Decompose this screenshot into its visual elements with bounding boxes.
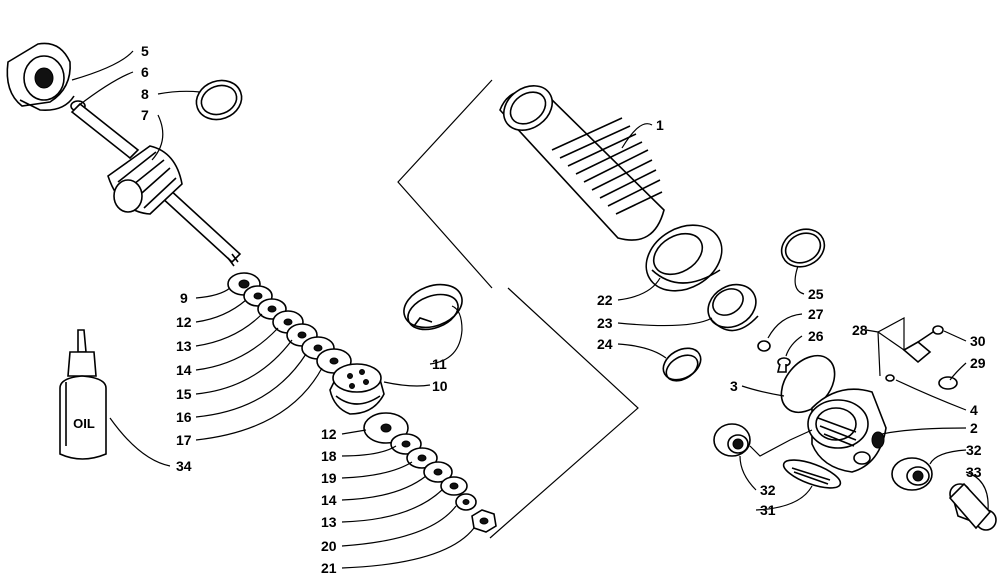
callout-14-upper: 14 bbox=[176, 362, 192, 378]
callout-29: 29 bbox=[970, 355, 986, 371]
callout-20: 20 bbox=[321, 538, 337, 554]
callout-8: 8 bbox=[141, 86, 149, 102]
shim-stack-lower bbox=[363, 412, 497, 533]
callout-2: 2 bbox=[970, 420, 978, 436]
leader-lines bbox=[71, 50, 989, 569]
callout-25: 25 bbox=[808, 286, 824, 302]
part-clip-24 bbox=[662, 347, 702, 382]
callout-30: 30 bbox=[970, 333, 986, 349]
callout-13-lower: 13 bbox=[321, 514, 337, 530]
callout-3: 3 bbox=[730, 378, 738, 394]
callout-32-left: 32 bbox=[760, 482, 776, 498]
callout-21: 21 bbox=[321, 560, 337, 576]
shaft-assembly bbox=[6, 42, 243, 267]
part-oring-8 bbox=[195, 79, 243, 121]
callout-27: 27 bbox=[808, 306, 824, 322]
callout-6: 6 bbox=[141, 64, 149, 80]
callout-32-right: 32 bbox=[966, 442, 982, 458]
callout-12-upper: 12 bbox=[176, 314, 192, 330]
callout-12-lower: 12 bbox=[321, 426, 337, 442]
oil-bottle-label: OIL bbox=[73, 416, 95, 431]
callout-7: 7 bbox=[141, 107, 149, 123]
callout-34: 34 bbox=[176, 458, 192, 474]
oil-bottle: OIL bbox=[59, 329, 107, 460]
callout-14-lower: 14 bbox=[321, 492, 337, 508]
part-piston-ring-11 bbox=[403, 283, 463, 331]
callout-1: 1 bbox=[656, 117, 664, 133]
callout-labels: 5 6 8 7 9 12 13 14 15 16 17 11 10 12 18 … bbox=[141, 43, 986, 576]
callout-9: 9 bbox=[180, 290, 188, 306]
part-sleeve-33 bbox=[948, 482, 997, 531]
callout-33: 33 bbox=[966, 464, 982, 480]
callout-22: 22 bbox=[597, 292, 613, 308]
part-valve-assembly-28 bbox=[885, 325, 958, 390]
part-oring-25 bbox=[780, 228, 826, 268]
part-seal-23 bbox=[707, 283, 759, 332]
callout-10: 10 bbox=[432, 378, 448, 394]
part-decal-31 bbox=[782, 459, 842, 489]
part-body-1 bbox=[499, 85, 665, 241]
part-oring-27 bbox=[757, 340, 771, 352]
callout-19: 19 bbox=[321, 470, 337, 486]
callout-17: 17 bbox=[176, 432, 192, 448]
callout-11: 11 bbox=[432, 356, 447, 372]
part-end-cap-2 bbox=[807, 388, 887, 473]
part-oring-29 bbox=[938, 376, 958, 390]
callout-24: 24 bbox=[597, 336, 613, 352]
assembly-bracket bbox=[397, 79, 639, 539]
callout-28: 28 bbox=[852, 322, 868, 338]
part-bushing-32a bbox=[713, 423, 751, 457]
callout-23: 23 bbox=[597, 315, 613, 331]
part-bushing-32b bbox=[891, 457, 933, 491]
part-nut-22 bbox=[645, 224, 723, 292]
part-eye-mount bbox=[6, 42, 75, 112]
callout-5: 5 bbox=[141, 43, 149, 59]
part-shaft-body-7 bbox=[107, 145, 183, 215]
callout-31: 31 bbox=[760, 502, 776, 518]
part-piston-10 bbox=[329, 363, 385, 415]
callout-26: 26 bbox=[808, 328, 824, 344]
callout-13-upper: 13 bbox=[176, 338, 192, 354]
callout-18: 18 bbox=[321, 448, 337, 464]
part-nut-21 bbox=[471, 509, 497, 533]
shim-stack-upper bbox=[227, 272, 352, 374]
callout-16: 16 bbox=[176, 409, 192, 425]
part-valve-26 bbox=[776, 357, 791, 373]
callout-4: 4 bbox=[970, 402, 978, 418]
callout-15: 15 bbox=[176, 386, 192, 402]
